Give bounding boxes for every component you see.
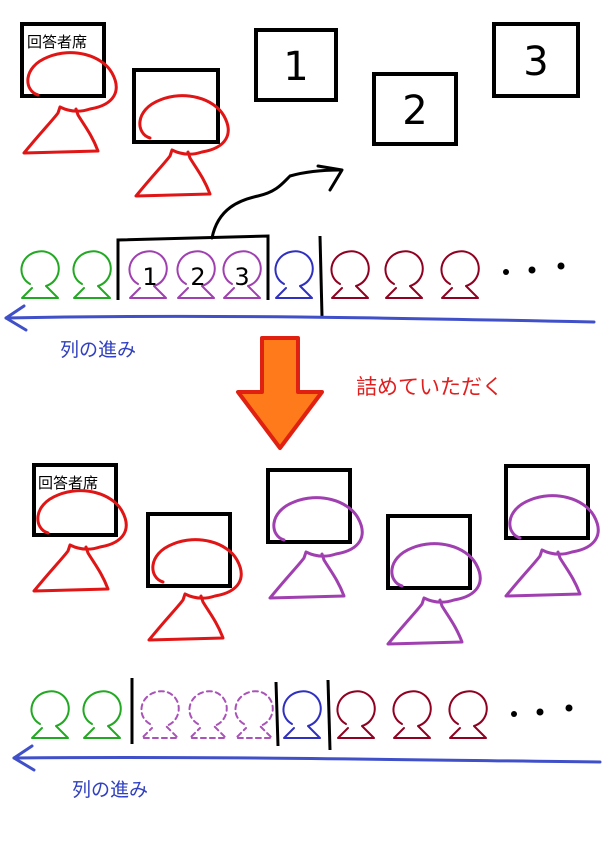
queue-person-waiting xyxy=(20,250,60,299)
box-number: 1 xyxy=(283,44,308,90)
numbered-box-3: 3 xyxy=(492,22,580,98)
queue-direction-arrow: 列の進み xyxy=(4,304,596,361)
numbered-box-1: 1 xyxy=(254,28,338,102)
box-number: 3 xyxy=(523,39,548,85)
top-panel: 回答者席 1 2 3 xyxy=(4,22,596,361)
queue-person-later xyxy=(440,250,480,299)
queue-number-2: 2 xyxy=(190,263,205,291)
queue-person-waiting xyxy=(82,690,122,739)
queue-row-top: 1 2 3 xyxy=(20,234,565,317)
transition-label: 詰めていただく xyxy=(356,375,503,399)
queue-direction-arrow: 列の進み xyxy=(12,744,602,801)
called-group: 1 2 3 xyxy=(116,234,270,300)
vacated-slot xyxy=(234,690,274,739)
queue-direction-label: 列の進み xyxy=(60,339,136,361)
queue-number-1: 1 xyxy=(142,263,157,291)
seat-box xyxy=(386,514,472,590)
seat-box xyxy=(132,68,220,144)
queue-direction-label: 列の進み xyxy=(72,779,148,801)
queue-person-later xyxy=(448,690,488,739)
answer-seat-1: 回答者席 xyxy=(32,463,128,593)
box-number: 2 xyxy=(402,88,427,134)
down-arrow xyxy=(236,336,324,450)
seat-box xyxy=(504,464,590,540)
seat-box xyxy=(20,22,106,98)
numbered-box-2: 2 xyxy=(372,72,458,146)
queue-number-3: 3 xyxy=(234,263,249,291)
answer-seat-2 xyxy=(132,68,230,198)
queue-person-later xyxy=(330,250,370,299)
queue-person-waiting xyxy=(30,690,70,739)
queue-person-later xyxy=(392,690,432,739)
vacated-slot xyxy=(188,690,228,739)
transition: 詰めていただく xyxy=(236,336,503,450)
move-up-arrow xyxy=(210,164,344,240)
queue-person-later xyxy=(384,250,424,299)
queue-person-later xyxy=(336,690,376,739)
answer-seat-4 xyxy=(386,514,482,646)
vacated-slots xyxy=(140,690,274,739)
answer-seat-1: 回答者席 xyxy=(20,22,118,155)
answer-seat-5 xyxy=(504,464,600,598)
answer-seat-3 xyxy=(266,468,364,600)
seat-box xyxy=(266,468,352,544)
queue-row-bottom xyxy=(30,678,573,751)
answer-seat-2 xyxy=(146,512,243,642)
answer-seat-label: 回答者席 xyxy=(38,474,98,492)
vacated-slot xyxy=(140,690,180,739)
bottom-panel: 回答者席 xyxy=(12,463,602,801)
ellipsis-dots xyxy=(503,262,565,275)
queue-person-next xyxy=(282,690,322,739)
ellipsis-dots xyxy=(511,704,573,717)
queue-person-waiting xyxy=(72,250,112,299)
queue-person-next xyxy=(274,250,314,299)
answer-seat-label: 回答者席 xyxy=(27,33,87,51)
